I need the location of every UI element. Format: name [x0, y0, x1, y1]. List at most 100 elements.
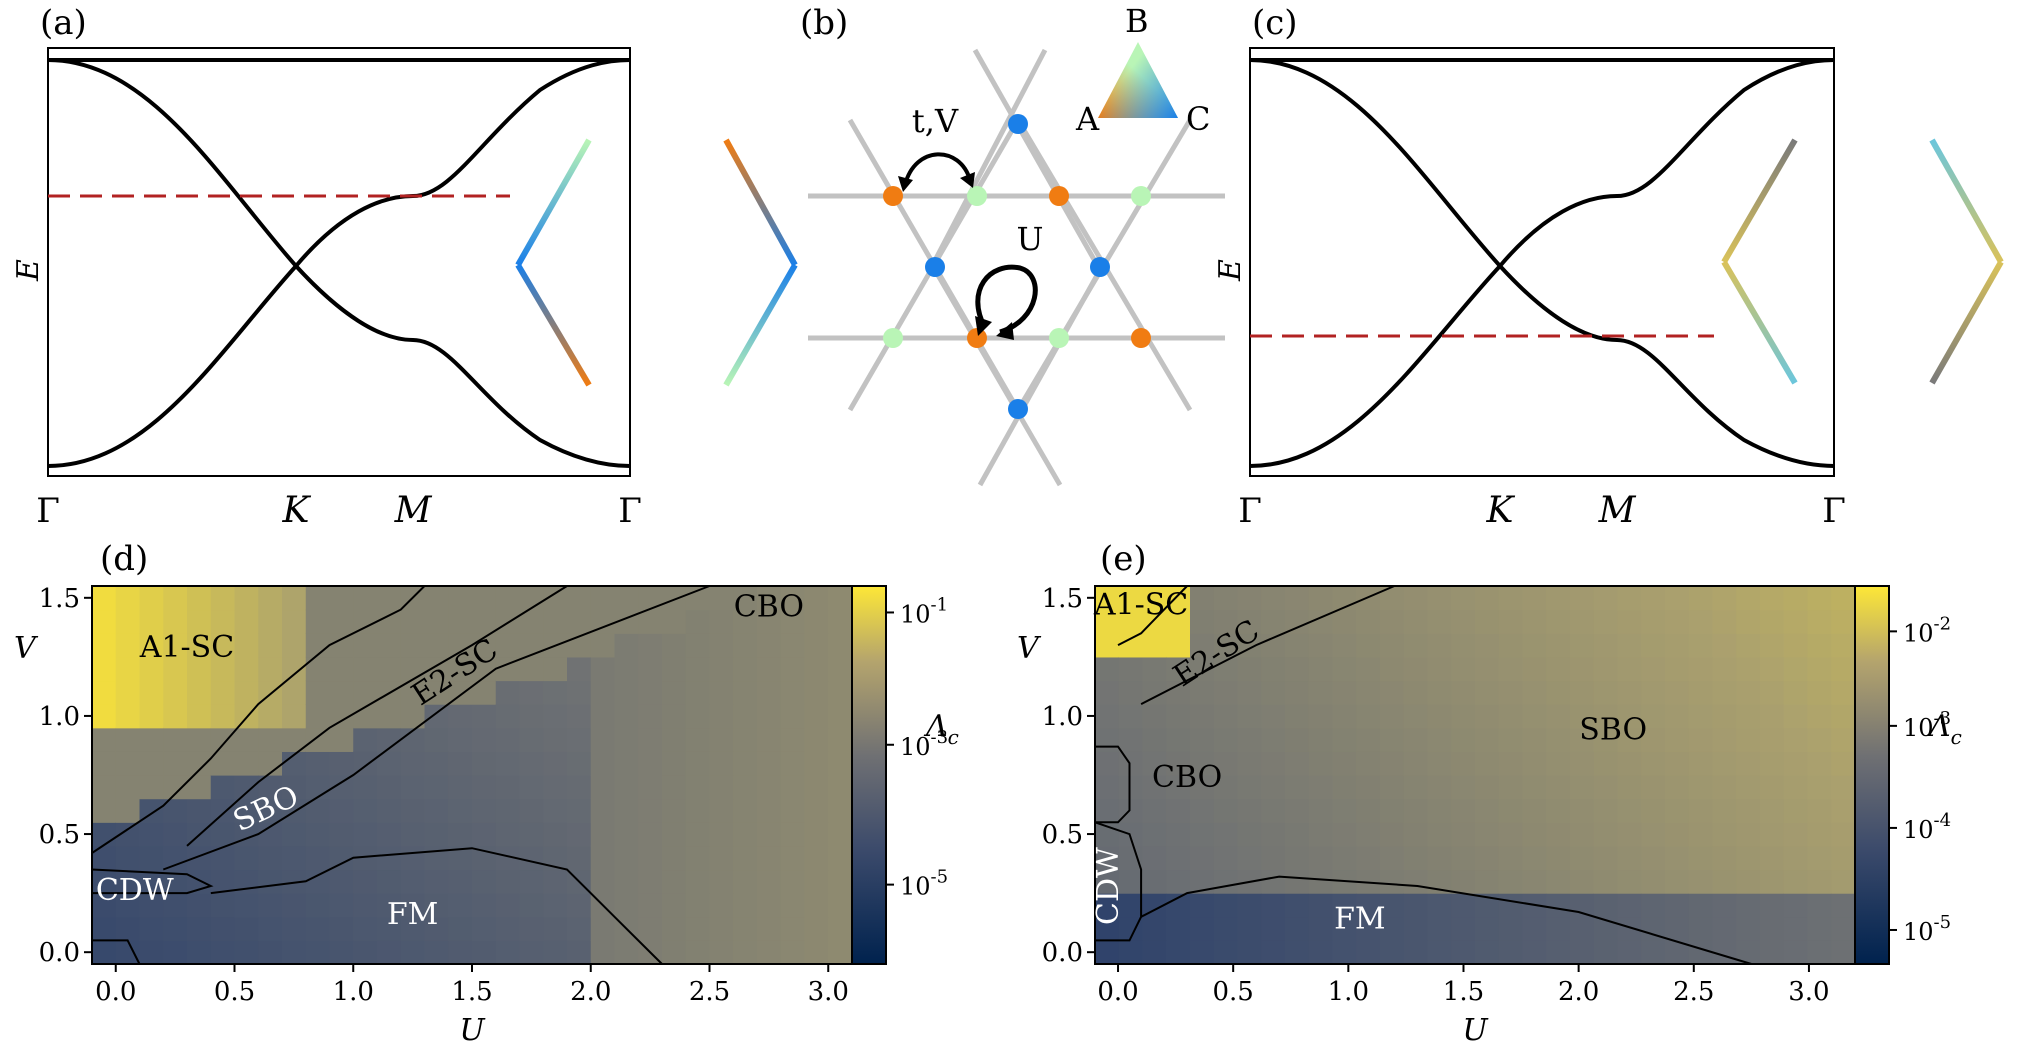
heatmap-cell	[590, 586, 616, 611]
k-label-a-0: Γ	[36, 491, 60, 531]
heatmap-cell	[828, 751, 853, 776]
heatmap-cell	[1285, 609, 1310, 634]
heatmap-cell	[614, 940, 639, 965]
heatmap-cell	[187, 893, 212, 918]
heatmap-cell	[1356, 845, 1381, 871]
heatmap-cell	[329, 845, 354, 871]
heatmap-cell	[828, 822, 853, 847]
heatmap-cell	[1118, 751, 1144, 776]
heatmap-cell	[1213, 775, 1239, 800]
heatmap-cell	[1403, 845, 1429, 871]
heatmap-cell	[1261, 586, 1286, 611]
heatmap-cell	[662, 609, 687, 634]
heatmap-cell	[258, 633, 283, 658]
heatmap-cell	[495, 822, 521, 847]
heatmap-cell	[662, 633, 687, 658]
heatmap-cell	[1712, 845, 1737, 871]
heatmap-cell	[1736, 775, 1761, 800]
heatmap-cell	[234, 775, 259, 800]
heatmap-cell	[733, 869, 758, 894]
heatmap-cell	[662, 798, 687, 823]
heatmap-cell	[1760, 916, 1785, 941]
heatmap-cell	[828, 845, 853, 871]
heatmap-cell	[448, 822, 473, 847]
heatmap-cell	[1095, 704, 1120, 729]
panel-label-d: (d)	[100, 539, 148, 579]
y-tick-label: 0.5	[1042, 820, 1083, 850]
heatmap-cell	[662, 845, 687, 871]
heatmap-cell	[1593, 633, 1619, 658]
colorbar-gradient	[1854, 585, 1890, 965]
heatmap-cell	[1237, 822, 1262, 847]
heatmap-cell	[543, 775, 568, 800]
heatmap-cell	[1118, 727, 1144, 752]
heatmap-cell	[1380, 940, 1405, 965]
heatmap-cell	[1118, 680, 1144, 705]
heatmap-cell	[1546, 751, 1571, 776]
hopping-label: t,V	[912, 102, 959, 140]
heatmap-cell	[187, 751, 212, 776]
heatmap-cell	[1166, 845, 1191, 871]
heatmap-cell	[1546, 656, 1571, 682]
heatmap-cell	[1190, 822, 1215, 847]
heatmap-cell	[1475, 798, 1500, 823]
heatmap-cell	[780, 916, 806, 941]
heatmap-cell	[1213, 680, 1239, 705]
x-tick-label: 2.5	[689, 977, 730, 1007]
heatmap-cell	[709, 609, 734, 634]
heatmap-cell	[1380, 727, 1405, 752]
heatmap-cell	[92, 609, 117, 634]
heatmap-cell	[234, 845, 259, 871]
heatmap-cell	[1807, 656, 1832, 682]
heatmap-cell	[1498, 916, 1524, 941]
heatmap-cell	[187, 916, 212, 941]
heatmap-cell	[495, 586, 521, 611]
heatmap-cell	[1760, 775, 1785, 800]
ylabel-a: E	[11, 259, 46, 282]
heatmap-cell	[1380, 893, 1405, 918]
heatmap-cell	[1665, 893, 1690, 918]
colorbar-label: Λc	[1926, 709, 1962, 749]
heatmap-cell	[519, 916, 544, 941]
heatmap-cell	[1427, 704, 1452, 729]
heatmap-cell	[1665, 609, 1690, 634]
heatmap-cell	[92, 586, 117, 611]
heatmap-cell	[1498, 798, 1524, 823]
heatmap-cell	[1095, 609, 1120, 634]
heatmap-cell	[1665, 869, 1690, 894]
heatmap-cell	[187, 940, 212, 965]
heatmap-cell	[1617, 633, 1642, 658]
heatmap-cell	[1213, 940, 1239, 965]
heatmap-cell	[804, 586, 829, 611]
heatmap-cell	[92, 775, 117, 800]
heatmap-cell	[780, 775, 806, 800]
heatmap-cell	[519, 633, 544, 658]
fermi-hexagon-c	[1721, 137, 2004, 386]
x-tick-label: 0.5	[214, 977, 255, 1007]
heatmap-cell	[1522, 751, 1547, 776]
heatmap-cell	[638, 775, 663, 800]
heatmap-cell	[115, 940, 141, 965]
heatmap-cell	[1451, 822, 1476, 847]
heatmap-cell	[1427, 822, 1452, 847]
heatmap-cell	[828, 609, 853, 634]
heatmap-cell	[329, 633, 354, 658]
heatmap-cell	[258, 704, 283, 729]
heatmap-cell	[234, 633, 259, 658]
heatmap-cell	[780, 656, 806, 682]
heatmap-cell	[1831, 775, 1856, 800]
heatmap-cell	[1736, 704, 1761, 729]
heatmap-cell	[1213, 633, 1239, 658]
heatmap-cell	[1332, 751, 1357, 776]
heatmap-cell	[709, 869, 734, 894]
heatmap-cell	[1641, 609, 1666, 634]
heatmap-cell	[1332, 822, 1357, 847]
heatmap-cell	[258, 845, 283, 871]
heatmap-cell	[567, 775, 592, 800]
heatmap-cell	[1166, 775, 1191, 800]
heatmap-cell	[424, 751, 449, 776]
heatmap-cell	[1688, 869, 1714, 894]
heatmap-cell	[543, 940, 568, 965]
heatmap-cell	[828, 727, 853, 752]
heatmap-cell	[543, 916, 568, 941]
